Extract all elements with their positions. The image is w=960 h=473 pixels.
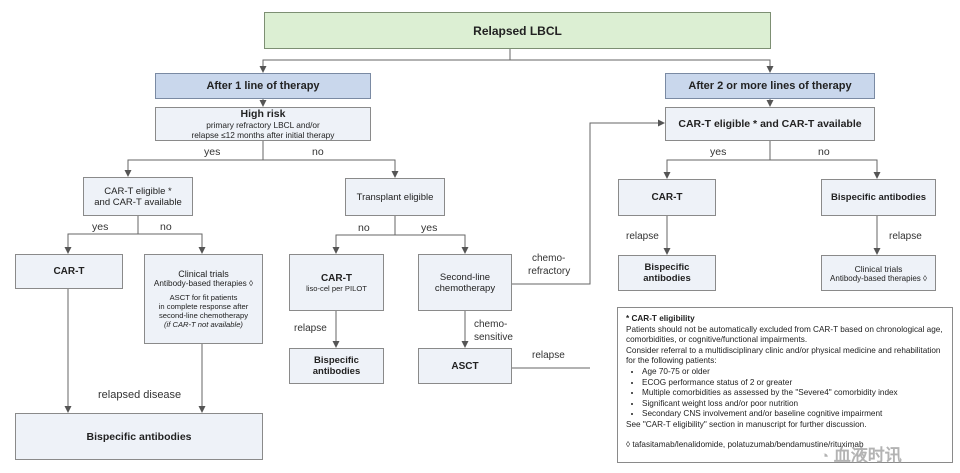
high-risk-line1: primary refractory LBCL and/or xyxy=(206,120,320,130)
transplant-label: Transplant eligible xyxy=(356,191,434,203)
label-no-right: no xyxy=(818,146,830,158)
clinical-trials-right-box: Clinical trials Antibody-based therapies… xyxy=(821,255,936,291)
after-1-line-label: After 1 line of therapy xyxy=(206,80,320,92)
cart-eligible-line2: and CAR-T available xyxy=(94,196,182,208)
after-2-lines-label: After 2 or more lines of therapy xyxy=(688,80,852,92)
label-no-highrisk: no xyxy=(312,146,324,158)
cart-eligible-right-label: CAR-T eligible * and CAR-T available xyxy=(678,118,862,130)
note-bullet: Secondary CNS involvement and/or baselin… xyxy=(642,409,944,420)
label-relapsed-disease: relapsed disease xyxy=(98,389,182,401)
label-relapse-asct: relapse xyxy=(532,350,565,361)
asct-label: ASCT xyxy=(451,360,479,372)
note-footnote: ◊ tafasitamab/lenalidomide, polatuzumab/… xyxy=(626,439,864,449)
label-relapse-right-bispecific: relapse xyxy=(889,231,922,242)
cart-eligible-right-box: CAR-T eligible * and CAR-T available xyxy=(665,107,875,141)
watermark-text: 血液时讯 xyxy=(833,446,902,465)
note-paragraph-3: See "CAR-T eligibility" section in manus… xyxy=(626,419,867,429)
bispecific-mid-box: Bispecific antibodies xyxy=(289,348,384,384)
note-paragraph-1: Patients should not be automatically exc… xyxy=(626,324,943,345)
bispecific-small-line1: Bispecific xyxy=(644,262,690,273)
label-chemo-sensitive-2: sensitive xyxy=(474,332,513,343)
asct-box: ASCT xyxy=(418,348,512,384)
bispecific-right-label: Bispecific antibodies xyxy=(830,192,927,203)
label-chemo-refractory-2: refractory xyxy=(528,266,571,277)
cart-right-label: CAR-T xyxy=(651,192,683,203)
watermark-logo: ◔ 血液时讯 xyxy=(820,441,902,466)
bispecific-mid-line1: Bispecific xyxy=(314,355,359,366)
high-risk-title: High risk xyxy=(240,108,286,120)
cart-liso-title: CAR-T xyxy=(320,272,353,284)
clinical-line3: ASCT for fit patients xyxy=(169,293,238,302)
root-title: Relapsed LBCL xyxy=(473,23,562,38)
watermark-icon: ◔ xyxy=(820,448,830,465)
clinical-line6: (if CAR-T not available) xyxy=(164,320,243,329)
second-line-line2: chemotherapy xyxy=(434,282,496,294)
label-yes-transplant: yes xyxy=(421,222,438,234)
second-line-line1: Second-line xyxy=(439,271,491,283)
note-bullet: Significant weight loss and/or poor nutr… xyxy=(642,399,944,410)
label-relapse-liso: relapse xyxy=(294,323,327,334)
cart-box-left: CAR-T xyxy=(15,254,123,289)
label-yes-right: yes xyxy=(710,146,727,158)
clinical-trials-box: Clinical trials Antibody-based therapies… xyxy=(144,254,263,344)
cart-left-label: CAR-T xyxy=(53,266,85,277)
clinical-line5: second-line chemotherapy xyxy=(158,311,249,320)
bispecific-small-line2: antibodies xyxy=(643,273,691,284)
label-no-transplant: no xyxy=(358,222,370,234)
cart-eligible-line1: CAR-T eligible * xyxy=(104,185,172,197)
label-chemo-sensitive-1: chemo- xyxy=(474,319,508,330)
label-chemo-refractory-1: chemo- xyxy=(532,253,566,264)
after-1-line-header: After 1 line of therapy xyxy=(155,73,371,99)
bispecific-bottom-label: Bispecific antibodies xyxy=(86,430,192,443)
cart-eligible-box: CAR-T eligible * and CAR-T available xyxy=(83,177,193,216)
bispecific-small-box: Bispecific antibodies xyxy=(618,255,716,291)
label-yes-cart: yes xyxy=(92,221,109,233)
cart-liso-sub: liso-cel per PILOT xyxy=(306,283,367,293)
cart-eligibility-note: * CAR-T eligibility Patients should not … xyxy=(617,307,953,463)
clinical-right-line2: Antibody-based therapies ◊ xyxy=(830,273,927,283)
clinical-line2: Antibody-based therapies ◊ xyxy=(153,279,254,288)
label-yes-highrisk: yes xyxy=(204,146,221,158)
root-box: Relapsed LBCL xyxy=(264,12,771,49)
clinical-line4: in complete response after xyxy=(158,302,249,311)
bispecific-mid-line2: antibodies xyxy=(312,366,361,377)
high-risk-line2: relapse ≤12 months after initial therapy xyxy=(191,130,335,140)
label-no-cart: no xyxy=(160,221,172,233)
bispecific-right-box: Bispecific antibodies xyxy=(821,179,936,216)
cart-liso-box: CAR-T liso-cel per PILOT xyxy=(289,254,384,311)
note-bullet: Age 70-75 or older xyxy=(642,367,944,378)
high-risk-box: High risk primary refractory LBCL and/or… xyxy=(155,107,371,141)
label-relapse-right-cart: relapse xyxy=(626,231,659,242)
note-bullet: Multiple comorbidities as assessed by th… xyxy=(642,388,944,399)
second-line-box: Second-line chemotherapy xyxy=(418,254,512,311)
clinical-line1: Clinical trials xyxy=(178,269,229,279)
after-2-lines-header: After 2 or more lines of therapy xyxy=(665,73,875,99)
clinical-right-line1: Clinical trials xyxy=(854,263,903,274)
bispecific-bottom-box: Bispecific antibodies xyxy=(15,413,263,460)
transplant-eligible-box: Transplant eligible xyxy=(345,178,445,216)
note-paragraph-2: Consider referral to a multidisciplinary… xyxy=(626,345,941,366)
note-title: * CAR-T eligibility xyxy=(626,314,695,323)
cart-box-right: CAR-T xyxy=(618,179,716,216)
note-bullet: ECOG performance status of 2 or greater xyxy=(642,378,944,389)
note-bullet-list: Age 70-75 or older ECOG performance stat… xyxy=(626,367,944,420)
